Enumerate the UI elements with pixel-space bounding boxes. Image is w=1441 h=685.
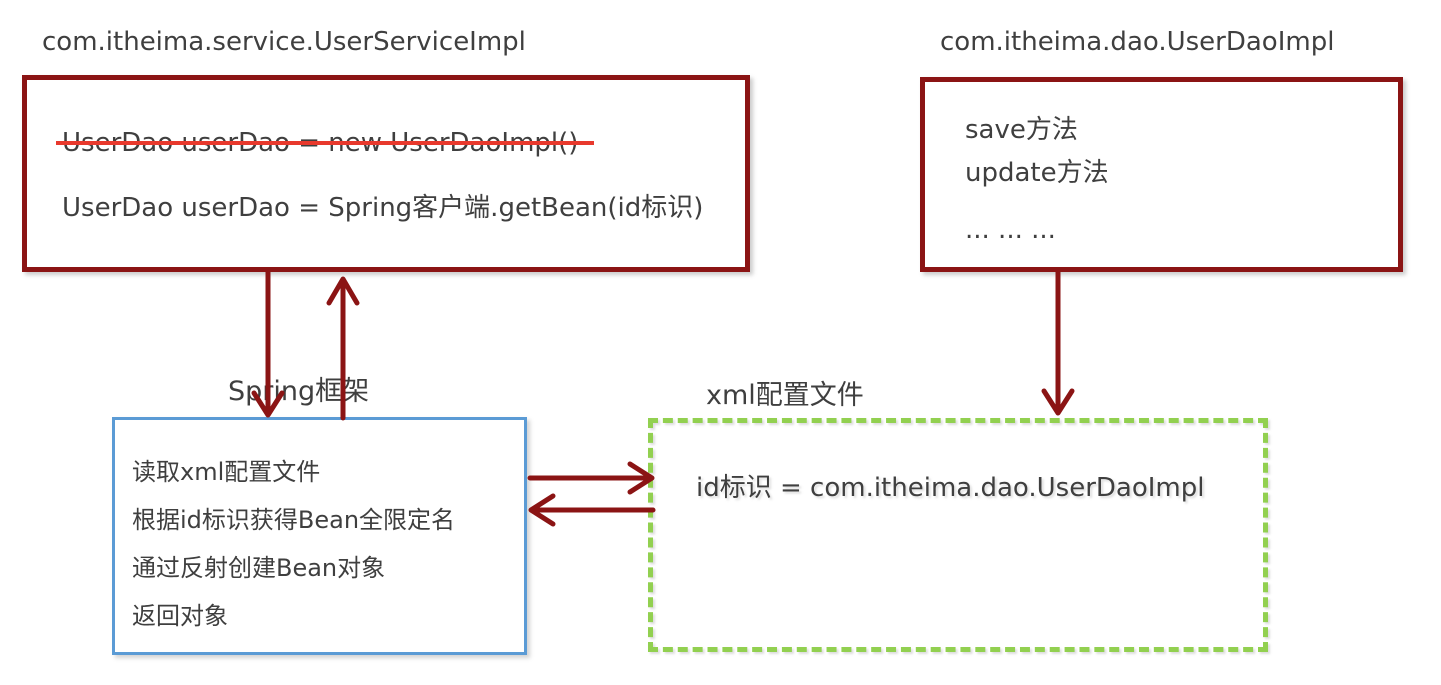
current-code-line: UserDao userDao = Spring客户端.getBean(id标识…: [62, 193, 704, 223]
xml-id-mapping-line: id标识 = com.itheima.dao.UserDaoImpl: [696, 473, 1205, 503]
strikethrough-text: UserDao userDao = new UserDaoImpl(): [56, 126, 595, 160]
arrow-dao-to-xml: [1041, 269, 1075, 416]
xml-box: id标识 = com.itheima.dao.UserDaoImpl: [648, 418, 1268, 652]
dao-methods-ellipsis: ... ... ...: [965, 215, 1056, 245]
strikethrough-line: [56, 141, 595, 145]
arrow-xml-to-spring: [528, 493, 656, 527]
spring-framework-label: Spring框架: [228, 376, 370, 407]
dao-box: save方法 update方法 ... ... ...: [920, 77, 1403, 272]
dao-method-update: update方法: [965, 158, 1109, 188]
spring-step-read-xml: 读取xml配置文件: [132, 458, 321, 486]
spring-step-get-bean-name: 根据id标识获得Bean全限定名: [132, 506, 456, 534]
xml-config-label: xml配置文件: [706, 380, 864, 411]
service-box: UserDao userDao = new UserDaoImpl() User…: [22, 75, 750, 272]
dao-method-save: save方法: [965, 115, 1078, 145]
dao-class-title: com.itheima.dao.UserDaoImpl: [940, 27, 1335, 57]
deprecated-code-line: UserDao userDao = new UserDaoImpl(): [56, 126, 595, 160]
spring-box: 读取xml配置文件 根据id标识获得Bean全限定名 通过反射创建Bean对象 …: [112, 417, 527, 655]
arrow-spring-to-xml: [527, 461, 655, 495]
service-class-title: com.itheima.service.UserServiceImpl: [42, 27, 526, 57]
spring-step-reflect-create: 通过反射创建Bean对象: [132, 554, 386, 582]
spring-step-return-object: 返回对象: [132, 602, 228, 630]
